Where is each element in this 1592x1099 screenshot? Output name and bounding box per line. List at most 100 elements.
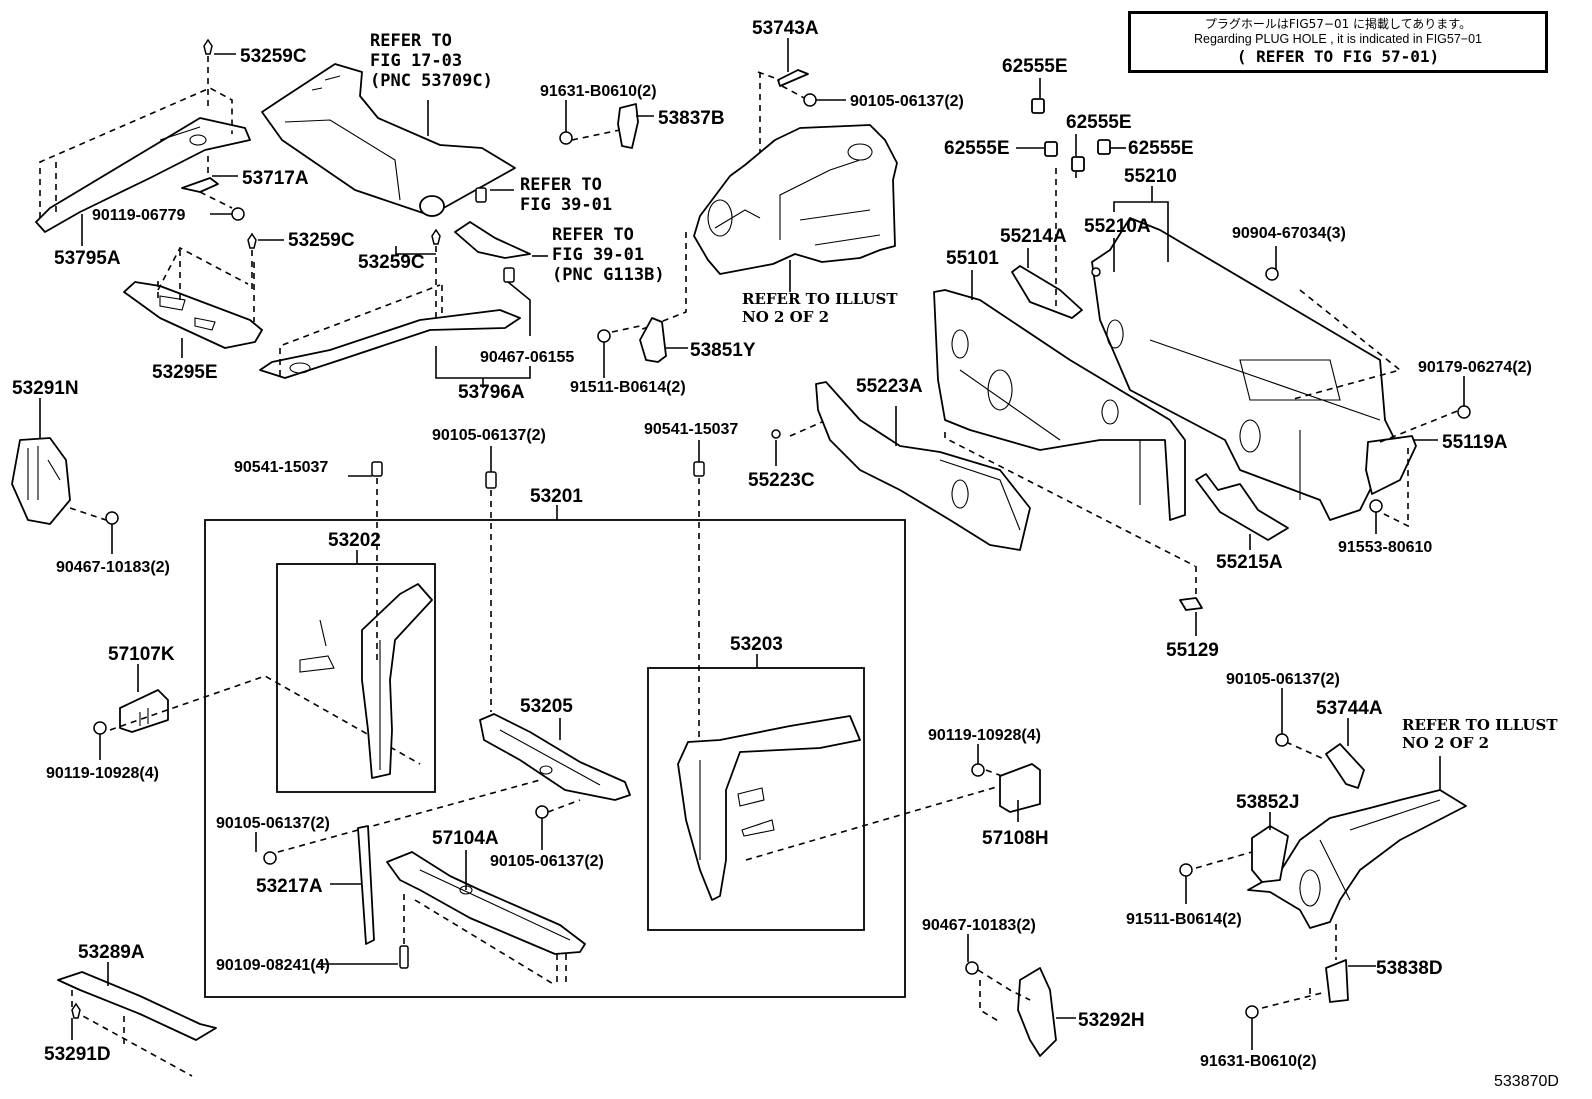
callout-55214A[interactable]: 55214A: [1000, 226, 1067, 247]
callout-53717A[interactable]: 53717A: [242, 168, 309, 189]
part-53852J[interactable]: [1195, 825, 1289, 883]
callout-62555E[interactable]: 62555E: [1066, 112, 1132, 133]
callout-53744A[interactable]: 53744A: [1316, 698, 1383, 719]
callout-55210A[interactable]: 55210A: [1084, 216, 1151, 237]
callout-53796A[interactable]: 53796A: [458, 382, 525, 403]
callout-90119-10928-4[interactable]: 90119-10928(4): [928, 727, 1041, 744]
callout-53289A[interactable]: 53289A: [78, 942, 145, 963]
part-53744A[interactable]: [1285, 741, 1365, 789]
part-53203[interactable]: [677, 715, 1001, 901]
fastener-icons: [71, 38, 1471, 1019]
callout-53205[interactable]: 53205: [520, 696, 573, 717]
part-53837B[interactable]: [571, 103, 639, 149]
part-62555E-b[interactable]: [1044, 141, 1058, 157]
part-55223A[interactable]: [789, 381, 1031, 551]
callout-53851Y[interactable]: 53851Y: [690, 340, 756, 361]
callout-55119A[interactable]: 55119A: [1442, 432, 1508, 453]
callout-91631-B0610-2[interactable]: 91631-B0610(2): [1200, 1053, 1317, 1070]
callout-55215A[interactable]: 55215A: [1216, 552, 1283, 573]
part-55214A[interactable]: [1011, 265, 1083, 319]
callout-91511-B0614-2[interactable]: 91511-B0614(2): [1126, 911, 1242, 928]
part-53851Y[interactable]: [611, 317, 667, 363]
callout-53259C[interactable]: 53259C: [240, 46, 307, 67]
callout-90109-08241-4[interactable]: 90109-08241(4): [216, 957, 330, 974]
part-53795A[interactable]: [35, 87, 251, 233]
refer-note-fig39-01-g113b[interactable]: REFER TO FIG 39-01 (PNC G113B): [552, 225, 665, 285]
callout-90541-15037[interactable]: 90541-15037: [644, 421, 738, 438]
part-62555E-a[interactable]: [1031, 98, 1045, 114]
callout-53259C[interactable]: 53259C: [288, 230, 355, 251]
part-53205[interactable]: [277, 713, 631, 853]
callout-90467-10183-2[interactable]: 90467-10183(2): [56, 559, 170, 576]
group-label-53202[interactable]: 53202: [328, 530, 381, 551]
callout-53852J[interactable]: 53852J: [1236, 792, 1299, 813]
part-55215A[interactable]: [1195, 473, 1289, 541]
callout-55210[interactable]: 55210: [1124, 166, 1177, 187]
part-55129[interactable]: [1179, 566, 1203, 611]
part-53717A[interactable]: [181, 156, 233, 209]
part-55101[interactable]: [933, 217, 1402, 567]
part-53292H[interactable]: [977, 967, 1057, 1057]
callout-90467-06155[interactable]: 90467-06155: [480, 349, 574, 366]
callout-91553-80610[interactable]: 91553-80610: [1338, 539, 1432, 556]
refer-note-fig39-01[interactable]: REFER TO FIG 39-01: [520, 175, 612, 215]
callout-90119-06779[interactable]: 90119-06779: [92, 207, 186, 224]
part-53291N[interactable]: [11, 437, 107, 525]
part-G113B[interactable]: [454, 221, 531, 259]
callout-62555E[interactable]: 62555E: [1128, 138, 1194, 159]
callout-90119-10928-4[interactable]: 90119-10928(4): [46, 765, 159, 782]
part-front-apron-left[interactable]: [639, 124, 898, 331]
callout-90541-15037[interactable]: 90541-15037: [234, 459, 328, 476]
clip-icon: [1091, 267, 1101, 277]
part-62555E-c[interactable]: [1071, 156, 1085, 172]
note-refer-link[interactable]: ( REFER TO FIG 57-01): [1236, 47, 1440, 66]
callout-90179-06274-2[interactable]: 90179-06274(2): [1418, 359, 1532, 376]
callout-62555E[interactable]: 62555E: [944, 138, 1010, 159]
callout-57108H[interactable]: 57108H: [982, 828, 1049, 849]
callout-53795A[interactable]: 53795A: [54, 248, 121, 269]
refer-note-illust-2-right[interactable]: REFER TO ILLUST NO 2 OF 2: [1402, 716, 1563, 752]
callout-53291N[interactable]: 53291N: [12, 378, 79, 399]
part-front-apron-right[interactable]: [1247, 789, 1467, 929]
callout-53838D[interactable]: 53838D: [1376, 958, 1443, 979]
callout-53291D[interactable]: 53291D: [44, 1044, 111, 1065]
part-53295E[interactable]: [123, 246, 263, 349]
callout-53259C[interactable]: 53259C: [358, 252, 425, 273]
callout-53743A[interactable]: 53743A: [752, 18, 819, 39]
callout-90105-06137-2[interactable]: 90105-06137(2): [850, 93, 964, 110]
callout-53217A[interactable]: 53217A: [256, 876, 323, 897]
callout-53837B[interactable]: 53837B: [658, 108, 725, 129]
callout-90467-10183-2[interactable]: 90467-10183(2): [922, 917, 1036, 934]
callout-55101[interactable]: 55101: [946, 248, 999, 269]
part-53289A[interactable]: [57, 971, 217, 1077]
part-53838D[interactable]: [1261, 924, 1349, 1009]
callout-90904-67034-3[interactable]: 90904-67034(3): [1232, 225, 1346, 242]
callout-57104A[interactable]: 57104A: [432, 828, 499, 849]
part-57107K[interactable]: [109, 675, 421, 765]
callout-53292H[interactable]: 53292H: [1078, 1010, 1145, 1031]
callout-55223C[interactable]: 55223C: [748, 470, 815, 491]
part-62555E-d[interactable]: [1097, 139, 1111, 155]
part-53202[interactable]: [299, 583, 433, 779]
callout-90105-06137-2[interactable]: 90105-06137(2): [1226, 671, 1340, 688]
part-57108H[interactable]: [985, 763, 1041, 813]
part-53796A[interactable]: [259, 284, 521, 379]
group-label-53203[interactable]: 53203: [730, 634, 783, 655]
callout-55129[interactable]: 55129: [1166, 640, 1219, 661]
part-57104A[interactable]: [386, 851, 586, 986]
refer-note-illust-2-left[interactable]: REFER TO ILLUST NO 2 OF 2: [742, 290, 903, 326]
part-53217A[interactable]: [357, 825, 375, 945]
callout-57107K[interactable]: 57107K: [108, 644, 175, 665]
callout-90105-06137-2[interactable]: 90105-06137(2): [490, 853, 604, 870]
callout-62555E[interactable]: 62555E: [1002, 56, 1068, 77]
callout-91511-B0614-2[interactable]: 91511-B0614(2): [570, 379, 686, 396]
refer-note-fig17-03[interactable]: REFER TO FIG 17-03 (PNC 53709C): [370, 31, 493, 91]
callout-55223A[interactable]: 55223A: [856, 376, 923, 397]
part-53709C[interactable]: [261, 63, 516, 217]
callout-90105-06137-2[interactable]: 90105-06137(2): [432, 427, 546, 444]
callout-91631-B0610-2[interactable]: 91631-B0610(2): [540, 83, 657, 100]
callout-53295E[interactable]: 53295E: [152, 362, 218, 383]
part-55119A[interactable]: [1365, 409, 1461, 528]
group-label-53201[interactable]: 53201: [530, 486, 583, 507]
callout-90105-06137-2[interactable]: 90105-06137(2): [216, 815, 330, 832]
